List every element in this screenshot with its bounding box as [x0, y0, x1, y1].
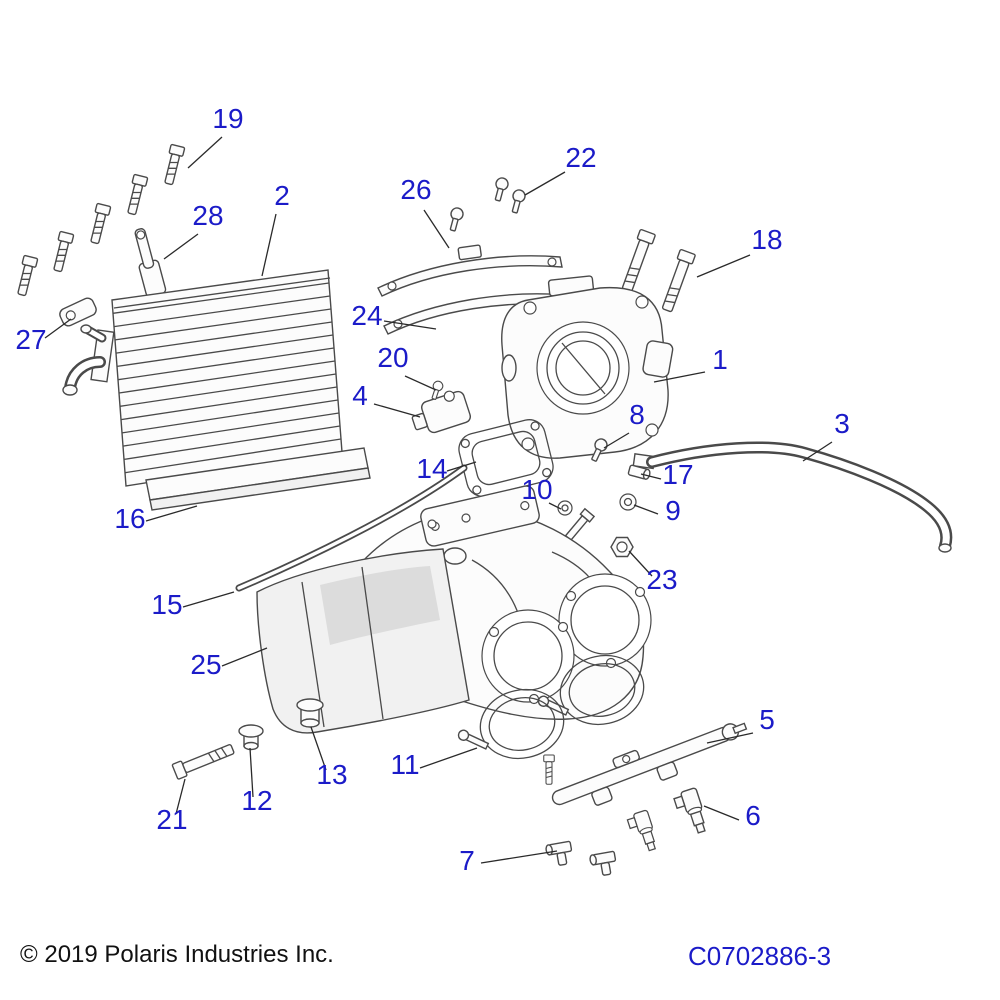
callout-5: 5	[759, 704, 775, 735]
callout-14: 14	[416, 453, 447, 484]
callout-22: 22	[565, 142, 596, 173]
callout-24: 24	[351, 300, 382, 331]
oil-cooler	[62, 269, 343, 487]
fuel-rail	[551, 722, 748, 806]
callout-23: 23	[646, 564, 677, 595]
cooler-tray	[145, 447, 371, 511]
cooler-bracket	[134, 228, 167, 298]
callout-leader-7	[480, 850, 558, 864]
callout-25: 25	[190, 649, 221, 680]
throttle-body	[501, 275, 674, 459]
cooler-fins	[112, 282, 342, 474]
callout-leader-26	[423, 209, 450, 249]
rail-fittings	[544, 840, 619, 878]
callout-1: 1	[712, 344, 728, 375]
callout-leader-10	[548, 502, 562, 510]
callout-leader-4	[373, 403, 421, 418]
heat-shield	[256, 548, 470, 734]
callout-6: 6	[745, 800, 761, 831]
callout-leader-11	[419, 747, 478, 769]
copyright-text: © 2019 Polaris Industries Inc.	[20, 941, 334, 968]
bracket-screws	[446, 175, 528, 233]
callout-27: 27	[15, 324, 46, 355]
callout-leader-20	[404, 375, 437, 391]
support-bracket-upper	[377, 244, 563, 297]
callout-leader-18	[696, 254, 751, 278]
fuel-injectors	[625, 786, 710, 855]
callout-20: 20	[377, 342, 408, 373]
manifold-bolt	[171, 740, 237, 781]
callout-layer: 1234567891011121314151617181920212223242…	[15, 103, 849, 876]
manifold-seal	[235, 464, 468, 592]
part-number: C0702886-3	[688, 941, 832, 971]
callout-leader-13	[310, 726, 327, 771]
callout-leader-12	[249, 747, 254, 798]
callout-leader-21	[175, 778, 186, 815]
callout-leader-16	[145, 505, 198, 522]
callout-leader-3	[802, 441, 833, 462]
callout-leader-28	[163, 233, 199, 260]
callout-16: 16	[114, 503, 145, 534]
hose-fitting	[627, 464, 651, 480]
callout-leader-15	[182, 591, 235, 608]
callout-leader-2	[261, 213, 277, 277]
mount-bushing	[296, 698, 324, 728]
callout-leader-22	[524, 171, 566, 196]
callout-19: 19	[212, 103, 243, 134]
callout-leader-5	[706, 732, 754, 744]
vent-hose	[632, 441, 953, 553]
map-sensor	[411, 390, 472, 434]
callout-leader-14	[446, 461, 477, 472]
callout-10: 10	[521, 474, 552, 505]
callout-leader-24	[383, 320, 437, 330]
callout-leader-27	[44, 318, 72, 339]
callout-leader-17	[640, 473, 662, 480]
port-clamps	[457, 654, 645, 785]
callout-4: 4	[352, 380, 368, 411]
callout-3: 3	[834, 408, 850, 439]
callout-8: 8	[629, 399, 645, 430]
callout-17: 17	[662, 459, 693, 490]
callout-leader-19	[187, 136, 223, 169]
callout-18: 18	[751, 224, 782, 255]
callout-leader-9	[633, 504, 659, 515]
small-hardware	[557, 436, 637, 558]
callout-leader-23	[628, 550, 653, 577]
callout-7: 7	[459, 845, 475, 876]
callout-2: 2	[274, 180, 290, 211]
callout-12: 12	[241, 785, 272, 816]
hose-clamp-bracket	[59, 297, 97, 327]
callout-28: 28	[192, 200, 223, 231]
callout-21: 21	[156, 804, 187, 835]
callout-15: 15	[151, 589, 182, 620]
callout-leader-8	[603, 432, 630, 449]
callout-11: 11	[390, 749, 419, 780]
callout-9: 9	[665, 495, 681, 526]
mount-spacer	[238, 724, 264, 751]
callout-leader-6	[703, 805, 740, 821]
callout-26: 26	[400, 174, 431, 205]
callout-leader-1	[653, 371, 706, 383]
callout-13: 13	[316, 759, 347, 790]
callout-leader-25	[221, 647, 268, 667]
